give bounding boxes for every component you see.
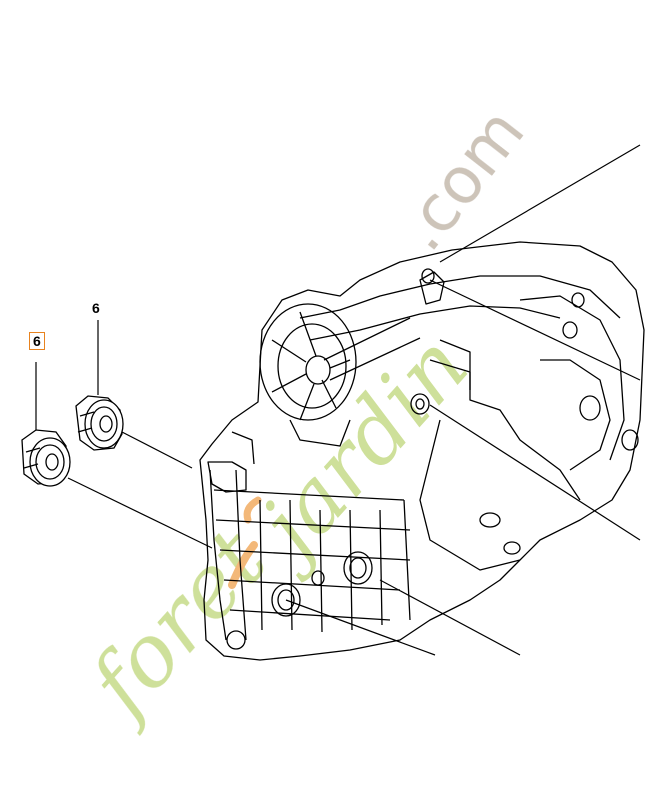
crankcase-housing bbox=[199, 241, 645, 661]
flange-nut-right bbox=[75, 395, 124, 451]
svg-text:.com: .com bbox=[384, 96, 539, 265]
leader-lines bbox=[35, 144, 641, 656]
watermark-logo: .com foret jardin bbox=[67, 96, 539, 739]
callout-label[interactable]: 6 bbox=[92, 300, 100, 316]
callout-label-highlighted[interactable]: 6 bbox=[29, 332, 45, 350]
flange-nut-left bbox=[21, 429, 71, 487]
svg-text:jardin: jardin bbox=[231, 316, 488, 586]
